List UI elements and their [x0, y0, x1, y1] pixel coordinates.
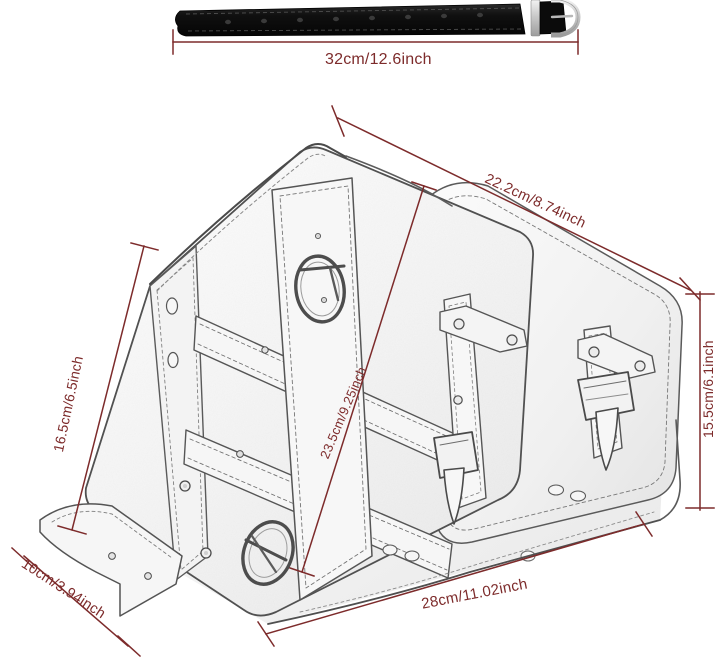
- lower-center-buckle: [241, 520, 295, 586]
- saddlebag-illustration: [39, 143, 683, 625]
- dimension-line-strap-length: [172, 29, 579, 55]
- center-buckle: [294, 254, 346, 324]
- dimension-line-height-right: [685, 291, 715, 511]
- dimension-line-width-bottom: [256, 510, 654, 648]
- right-strap-buckle-a: [433, 293, 528, 525]
- dimension-line-depth-bottom: [10, 546, 142, 658]
- strap-illustration: [175, 0, 581, 38]
- dimension-label-height-right: 15.5cm/6.1inch: [700, 340, 716, 438]
- dimension-line-depth-top: [331, 105, 702, 302]
- dimension-line-diagonal-center: [289, 181, 437, 577]
- right-strap-buckle-b: [577, 325, 656, 471]
- dimension-label-strap-length: 32cm/12.6inch: [325, 51, 432, 68]
- dimension-line-height-left: [57, 242, 159, 535]
